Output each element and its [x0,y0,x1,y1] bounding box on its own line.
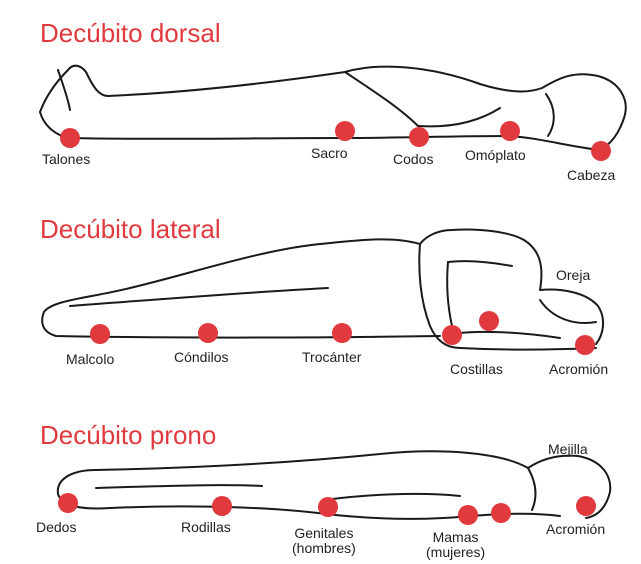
marker-mamas-2 [491,503,511,523]
marker-malcolo [90,324,110,344]
marker-trocanter [332,323,352,343]
marker-acromion-prono [576,496,596,516]
marker-costillas-1 [442,325,462,345]
marker-sacro [335,121,355,141]
marker-cabeza [591,141,611,161]
marker-genitales [318,497,338,517]
marker-condilos [198,323,218,343]
marker-costillas-2 [479,311,499,331]
marker-dedos [58,493,78,513]
marker-talones [60,128,80,148]
marker-omoplato [500,121,520,141]
marker-codos [409,127,429,147]
marker-rodillas [212,496,232,516]
marker-mamas-1 [458,505,478,525]
marker-acromion-lateral [575,335,595,355]
